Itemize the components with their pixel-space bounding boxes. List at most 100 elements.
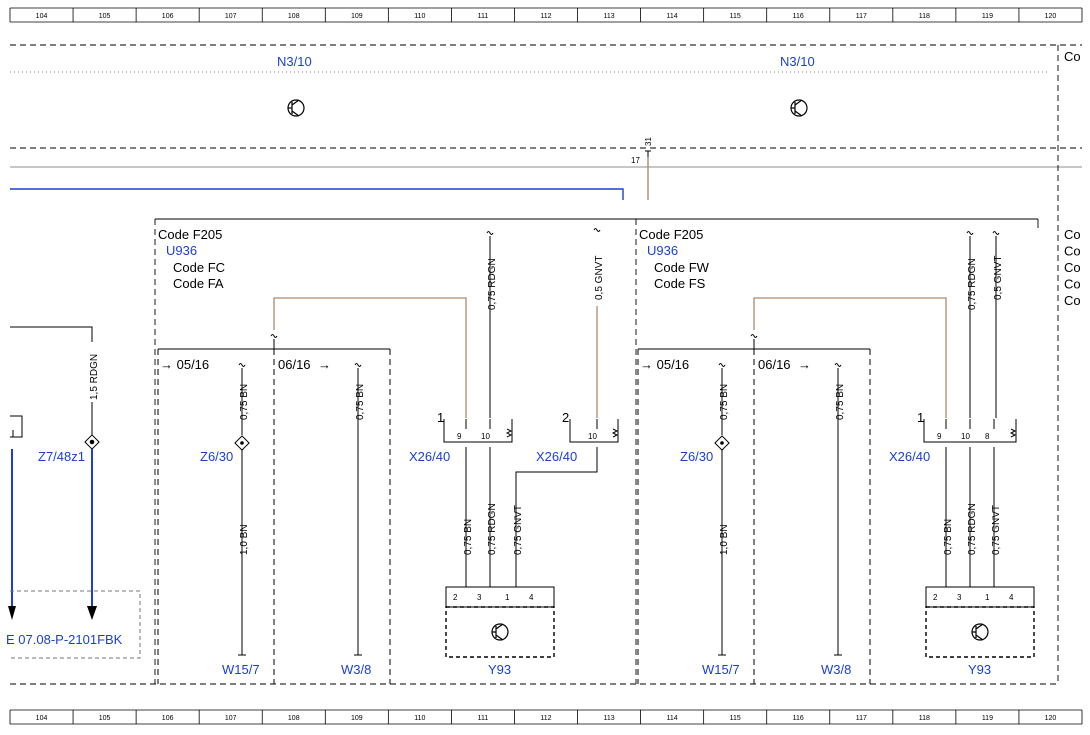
- ruler-cell: 107: [225, 13, 237, 20]
- wire-break-icon: [238, 363, 246, 367]
- right-edge-code: Co: [1064, 49, 1081, 64]
- z6-30-label: Z6/30: [680, 449, 713, 464]
- pin-number: 4: [1009, 593, 1014, 602]
- left-code-fc: Code FC: [173, 260, 225, 275]
- ruler-cell: 120: [1045, 715, 1057, 722]
- ruler-cell: 119: [982, 13, 993, 20]
- ruler-cell: 118: [919, 13, 930, 20]
- switch-position-06-16: 06/16: [278, 357, 311, 372]
- ruler-cell: 109: [351, 13, 363, 20]
- wire-break-icon: [966, 231, 974, 235]
- splice-icon: [84, 434, 100, 450]
- wire-label: 0,75 RDGN: [487, 503, 498, 555]
- ruler-cell: 109: [351, 715, 363, 722]
- ruler-cell: 117: [856, 13, 867, 20]
- wire: [515, 447, 598, 587]
- n3-10-boundary: [10, 44, 1082, 684]
- w15-7-label: W15/7: [222, 662, 260, 677]
- wire-label: 0,75 BN: [355, 384, 366, 420]
- w3-8-label: W3/8: [341, 662, 371, 677]
- wire-break-icon: [593, 228, 601, 232]
- y93-label: Y93: [488, 662, 511, 677]
- w15-7-label: W15/7: [702, 662, 740, 677]
- ruler-cell: 108: [288, 13, 300, 20]
- ruler-cell: 110: [414, 13, 425, 20]
- blue-wire: [10, 188, 624, 200]
- wire-label: 0,75 RDGN: [487, 258, 498, 310]
- pin-number: 10: [588, 432, 597, 441]
- code-f205-box: [10, 218, 1058, 685]
- pin-number: 8: [985, 432, 990, 441]
- y93-connector: [925, 586, 1035, 608]
- connector-number: 1: [437, 410, 444, 425]
- ruler-cell: 113: [603, 13, 614, 20]
- pin-number: 10: [481, 432, 490, 441]
- wire-break-icon: [354, 363, 362, 367]
- wire-break-icon: [718, 363, 726, 367]
- transistor-icon: [790, 99, 808, 117]
- resistor-icon: [1009, 428, 1017, 438]
- pin-number: 9: [457, 432, 462, 441]
- pin-number: 9: [937, 432, 942, 441]
- ruler-cell: 115: [730, 13, 741, 20]
- switch-position-06-16: 06/16: [758, 357, 791, 372]
- arrow-down-icon: [8, 606, 16, 620]
- n3-10-label-right: N3/10: [780, 54, 815, 69]
- right-u936-label: U936: [647, 243, 678, 258]
- pin-number: 1: [505, 593, 510, 602]
- arrow-down-icon: [87, 606, 97, 620]
- y93-label: Y93: [968, 662, 991, 677]
- ruler-cell: 112: [540, 715, 551, 722]
- ruler-cell: 120: [1045, 13, 1057, 20]
- wire-label: 1,0 BN: [719, 524, 730, 555]
- pin-number: 3: [477, 593, 482, 602]
- right-edge-code: Co: [1064, 293, 1081, 308]
- wire-label: 0,5 GNVT: [993, 256, 1004, 300]
- ruler-cell: 115: [730, 715, 741, 722]
- left-connector-partial: [10, 415, 23, 438]
- pin-number: 4: [529, 593, 534, 602]
- brown-wire: [273, 297, 467, 418]
- ruler-cell: 118: [919, 715, 930, 722]
- connector-number: 2: [562, 410, 569, 425]
- pin-number: 2: [453, 593, 458, 602]
- ruler-cell: 114: [667, 13, 678, 20]
- ruler-cell: 111: [478, 715, 489, 722]
- pin-number: 10: [961, 432, 970, 441]
- wire-break-icon: [992, 231, 1000, 235]
- wire-label: 0,75 BN: [835, 384, 846, 420]
- pin-17-label: 17: [631, 156, 640, 165]
- w3-8-label: W3/8: [821, 662, 851, 677]
- resistor-icon: [611, 428, 619, 438]
- ruler-cell: 106: [162, 715, 174, 722]
- right-code-fw: Code FW: [654, 260, 710, 275]
- reference-link[interactable]: E 07.08-P-2101FBK: [6, 632, 123, 647]
- splice-dot: [240, 441, 244, 445]
- right-edge-code: Co: [1064, 227, 1081, 242]
- x26-40-label: X26/40: [409, 449, 450, 464]
- wire-break-icon: [750, 334, 758, 338]
- connector-x26-40: [569, 419, 619, 443]
- right-code-fs: Code FS: [654, 276, 706, 291]
- pin-31-label: 31: [644, 137, 653, 146]
- switch-position-05-16: → 05/16: [640, 357, 689, 372]
- transistor-icon: [492, 623, 504, 641]
- switch-position-05-16: → 05/16: [160, 357, 209, 372]
- x26-40-label: X26/40: [536, 449, 577, 464]
- left-code-fa: Code FA: [173, 276, 224, 291]
- splice-dot: [720, 441, 724, 445]
- ruler-cell: 112: [540, 13, 551, 20]
- wire-break-icon: [486, 231, 494, 235]
- black-wire: [10, 326, 93, 342]
- ruler-cell: 105: [99, 715, 111, 722]
- pin-number: 3: [957, 593, 962, 602]
- wire-break-icon: [834, 363, 842, 367]
- wire-label: 0,5 GNVT: [594, 256, 605, 300]
- right-code-label: Code F205: [639, 227, 703, 242]
- arrow-right-icon: →: [318, 357, 331, 372]
- wire-label: 0,75 BN: [239, 384, 250, 420]
- ruler-cell: 107: [225, 715, 237, 722]
- transistor-icon: [972, 623, 984, 641]
